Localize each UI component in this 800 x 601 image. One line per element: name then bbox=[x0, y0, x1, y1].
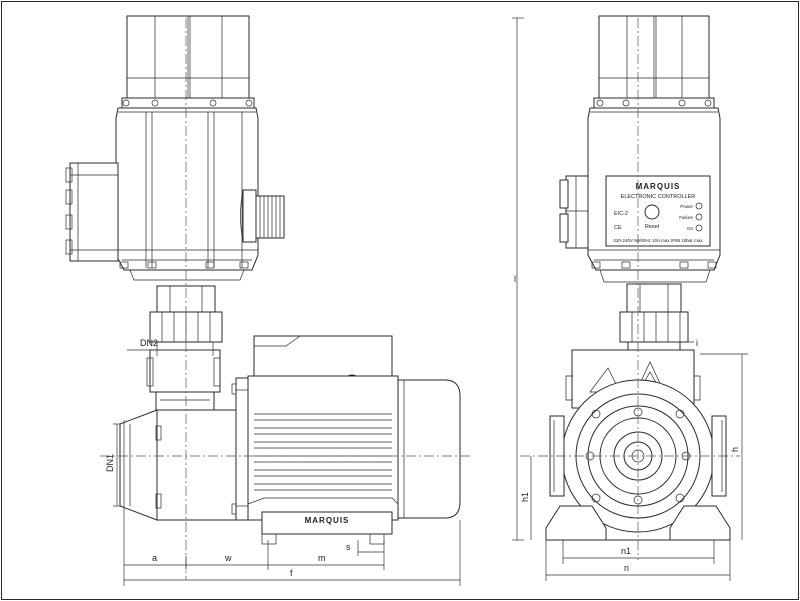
union-front bbox=[619, 283, 689, 355]
controller-panel: MARQUIS ELECTRONIC CONTROLLER EIC-2 CE R… bbox=[605, 175, 711, 247]
dim-dn1: DN1 bbox=[105, 454, 115, 472]
indicator-failure-label: Failure bbox=[679, 215, 693, 220]
dim-w: w bbox=[224, 553, 232, 563]
on-led-icon bbox=[695, 224, 703, 232]
outlet-fitting-side bbox=[240, 189, 285, 243]
side-view: MARQUIS DN2 DN1 a w m s f bbox=[65, 15, 470, 586]
dim-i: i bbox=[696, 338, 698, 348]
dim-l: l bbox=[514, 274, 516, 284]
controller-model: EIC-2 bbox=[614, 211, 628, 217]
dim-h1: h1 bbox=[520, 492, 530, 502]
motor-body-side bbox=[247, 375, 399, 521]
indicator-on-label: On bbox=[687, 226, 694, 231]
pump-housing-side bbox=[119, 377, 249, 521]
fan-cover-side bbox=[397, 379, 461, 519]
controller-label-plate bbox=[605, 175, 711, 247]
power-led-icon bbox=[695, 202, 703, 210]
dimensions-side: DN2 DN1 a w m s f bbox=[105, 338, 461, 586]
controller-cap-side bbox=[121, 15, 255, 109]
dim-n: n bbox=[624, 563, 629, 573]
dim-s: s bbox=[346, 542, 351, 552]
dim-n1: n1 bbox=[621, 546, 631, 556]
cable-glands-front bbox=[559, 175, 589, 249]
dim-f: f bbox=[290, 568, 293, 578]
controller-brand: MARQUIS bbox=[636, 182, 681, 191]
dimensions-front: l h1 h i n1 n bbox=[512, 17, 748, 581]
controller-spec: 220-240V 50/60Hz 10A max IP65 10bar max bbox=[613, 238, 703, 243]
pump-neck-side bbox=[146, 349, 221, 411]
cable-gland-side bbox=[65, 162, 119, 262]
motor-foot-side: MARQUIS bbox=[261, 511, 393, 545]
controller-body-side bbox=[115, 107, 259, 281]
controller-cap-front bbox=[593, 15, 715, 109]
indicator-power-label: Power bbox=[680, 204, 693, 209]
dim-m: m bbox=[318, 553, 326, 563]
failure-led-icon bbox=[695, 213, 703, 221]
dim-a: a bbox=[152, 553, 157, 563]
dim-dn2: DN2 bbox=[140, 338, 158, 348]
pump-brand-label: MARQUIS bbox=[305, 516, 350, 525]
controller-title: ELECTRONIC CONTROLLER bbox=[621, 194, 696, 200]
base-feet-front bbox=[545, 505, 731, 541]
dim-h: h bbox=[730, 447, 740, 452]
reset-label: Reset bbox=[645, 224, 660, 230]
reset-button[interactable] bbox=[644, 204, 660, 220]
controller-ce-mark: CE bbox=[614, 225, 622, 231]
front-view: MARQUIS ELECTRONIC CONTROLLER EIC-2 CE R… bbox=[512, 15, 748, 581]
